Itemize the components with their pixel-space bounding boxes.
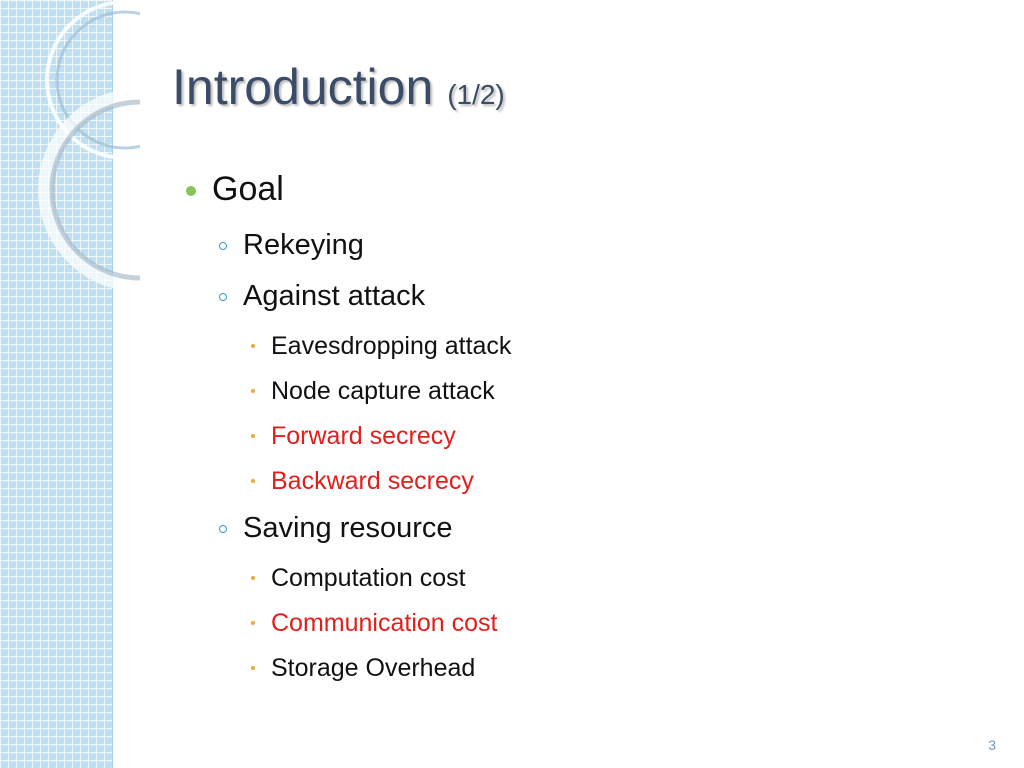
decorative-rings-graphic xyxy=(38,0,140,292)
bullet-against-attack: Against attack xyxy=(243,280,426,312)
level3-bullet-dot xyxy=(251,389,255,393)
level3-bullet-dot xyxy=(251,434,255,438)
level2-bullet-ring xyxy=(219,525,227,533)
level3-bullet-dot xyxy=(251,621,255,625)
bullet-backward-secrecy: Backward secrecy xyxy=(271,467,474,495)
slide-title-suffix: (1/2) xyxy=(447,79,505,110)
bullet-forward-secrecy: Forward secrecy xyxy=(271,422,456,450)
bullet-eavesdropping-attack: Eavesdropping attack xyxy=(271,332,512,360)
bullet-computation-cost: Computation cost xyxy=(271,564,466,592)
level2-bullet-ring xyxy=(219,242,227,250)
bullet-node-capture-attack: Node capture attack xyxy=(271,377,495,405)
level3-bullet-dot xyxy=(251,576,255,580)
bullet-communication-cost: Communication cost xyxy=(271,609,498,637)
page-number: 3 xyxy=(988,737,996,753)
level3-bullet-dot xyxy=(251,479,255,483)
level2-bullet-ring xyxy=(219,293,227,301)
slide-title: Introduction (1/2) xyxy=(172,58,505,116)
decorative-side-strip xyxy=(0,0,140,768)
bullet-rekeying: Rekeying xyxy=(243,229,364,261)
slide-title-text: Introduction xyxy=(172,59,434,115)
level3-bullet-dot xyxy=(251,344,255,348)
level3-bullet-dot xyxy=(251,666,255,670)
bullet-goal: Goal xyxy=(212,170,284,208)
level1-bullet-dot xyxy=(186,186,196,196)
bullet-saving-resource: Saving resource xyxy=(243,512,453,544)
bullet-storage-overhead: Storage Overhead xyxy=(271,654,476,682)
